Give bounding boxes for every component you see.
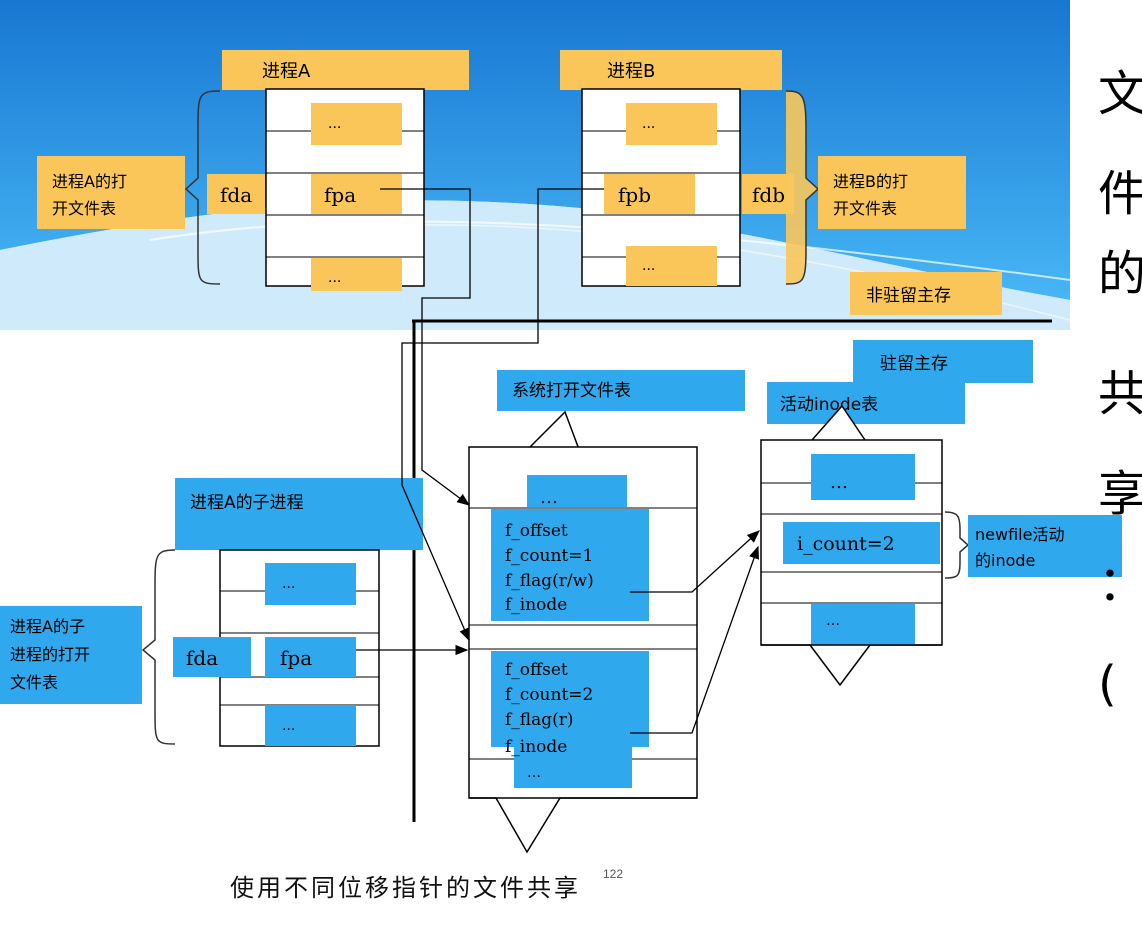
child-ellipsis-bottom: ...: [282, 718, 295, 734]
child-oft-label-1: 进程A的子: [10, 617, 85, 636]
entry1-f-inode: f_inode: [505, 595, 567, 615]
child-brace: [141, 549, 176, 745]
process-a-fd: fda: [220, 183, 252, 207]
child-process-title-box: [175, 478, 423, 550]
process-b-fp: fpb: [618, 183, 651, 207]
resident-box: [853, 340, 1033, 383]
child-oft-box: [0, 606, 142, 704]
system-table-title: 系统打开文件表: [512, 381, 631, 401]
inode-annotation-1: newfile活动: [975, 525, 1064, 544]
inode-table-title: 活动inode表: [780, 395, 878, 415]
child-oft-label-3: 文件表: [10, 673, 58, 692]
entry2-f-flag: f_flag(r): [505, 710, 574, 730]
entry2-f-count: f_count=2: [505, 685, 593, 705]
process-b-title: 进程B: [607, 61, 655, 82]
resident-label: 驻留主存: [880, 354, 948, 374]
process-a-brace: [184, 90, 221, 285]
process-b-oft-label-1: 进程B的打: [833, 172, 908, 191]
cutoff-char-7: (: [1098, 656, 1117, 712]
inode-brace: [944, 511, 970, 579]
process-a-title: 进程A: [262, 61, 311, 82]
system-table-ellipsis-bottom: …: [527, 765, 541, 781]
inode-annotation-box: [968, 515, 1122, 577]
non-resident-box: [850, 272, 1002, 315]
system-table: [468, 446, 698, 854]
inode-table-callout: [811, 404, 866, 441]
inode-table: [760, 439, 943, 687]
entry1-f-offset: f_offset: [505, 521, 568, 541]
page-number: 122: [603, 867, 624, 881]
entry2-f-offset: f_offset: [505, 660, 568, 680]
inode-annotation-2: 的inode: [975, 551, 1035, 570]
process-b-fd-box: [742, 174, 794, 214]
process-a-oft-label-2: 开文件表: [52, 199, 116, 218]
process-a-fd-box: [207, 174, 265, 214]
process-a-oft-box: [37, 156, 185, 229]
child-process-title: 进程A的子进程: [190, 493, 304, 513]
process-b-ellipsis-top: ...: [642, 116, 655, 132]
process-b-table: [581, 88, 741, 287]
child-fd: fda: [186, 646, 218, 670]
child-oft-label-2: 进程的打开: [10, 645, 90, 664]
process-a-title-box: [222, 50, 469, 90]
system-table-title-box: [497, 370, 745, 411]
inode-ellipsis-top: …: [830, 472, 848, 493]
inode-i-count: i_count=2: [797, 533, 895, 555]
child-ellipsis-top: ...: [282, 576, 295, 592]
process-a-ellipsis-bottom: ...: [328, 270, 341, 286]
cutoff-char-2: 件: [1098, 166, 1142, 222]
process-b-fd: fdb: [752, 183, 785, 207]
child-fp: fpa: [280, 646, 312, 670]
process-b-ellipsis-bottom: ...: [642, 258, 655, 274]
cutoff-char-1: 文: [1098, 66, 1142, 122]
entry1-f-count: f_count=1: [505, 546, 593, 566]
process-b-oft-box: [818, 156, 966, 229]
non-resident-label: 非驻留主存: [866, 286, 951, 306]
inode-table-title-box: [767, 382, 965, 424]
cutoff-char-6: ：: [1098, 556, 1142, 612]
inode-ellipsis-bottom: …: [826, 613, 840, 629]
arrow-entry2-to-inode: [630, 545, 759, 734]
process-b-title-box: [560, 50, 782, 90]
process-a-table: [265, 88, 425, 291]
entry1-f-flag: f_flag(r/w): [505, 571, 594, 591]
arrow-fpa-to-entry1: [380, 188, 471, 506]
process-a-fp: fpa: [324, 183, 356, 207]
cutoff-char-4: 共: [1098, 366, 1142, 422]
child-fd-box: [173, 637, 251, 677]
process-a-oft-label-1: 进程A的打: [52, 172, 127, 191]
arrow-fpb-to-entry2: [401, 188, 604, 642]
arrow-entry1-to-inode: [630, 530, 760, 593]
process-b-oft-label-2: 开文件表: [833, 199, 897, 218]
cutoff-char-3: 的: [1098, 246, 1142, 302]
system-table-ellipsis-top: …: [540, 487, 558, 508]
caption-text: 使用不同位移指针的文件共享: [230, 874, 581, 902]
process-a-ellipsis-top: ...: [328, 116, 341, 132]
cutoff-char-5: 享: [1098, 466, 1142, 522]
entry2-f-inode: f_inode: [505, 737, 567, 757]
